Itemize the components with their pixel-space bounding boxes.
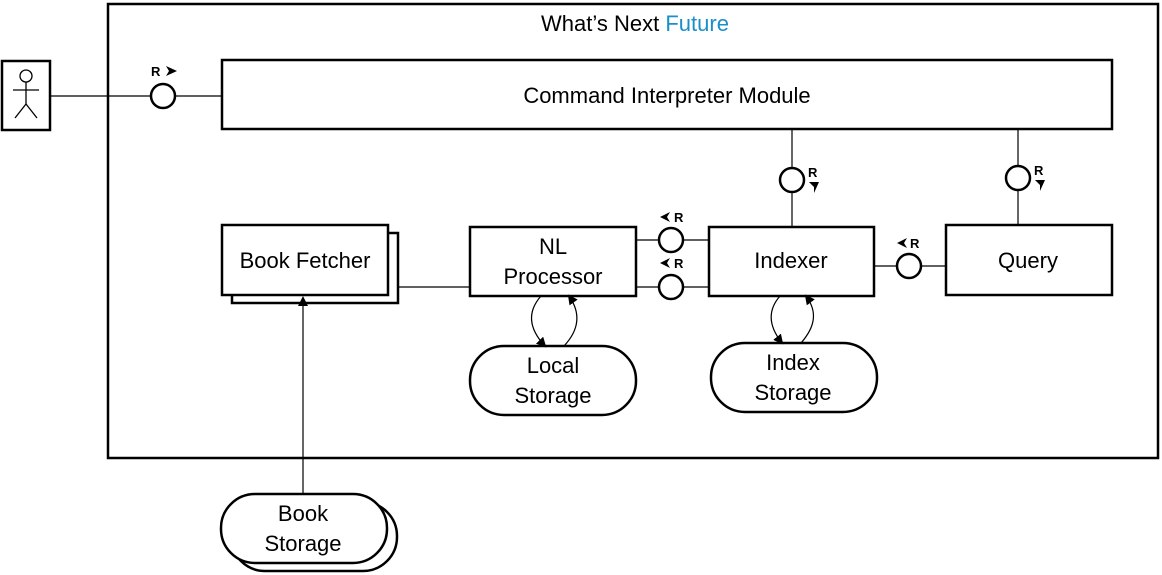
nl-local-arc-up — [563, 294, 578, 347]
nl-processor-line1: NL — [539, 234, 567, 259]
query-label: Query — [998, 248, 1058, 273]
port-actor-ci-arrow-icon — [166, 66, 177, 76]
port-ci-query-label: R — [1034, 163, 1044, 178]
port-nl-indexer-top-arrow-icon — [660, 212, 670, 222]
book-storage[interactable]: Book Storage — [219, 492, 399, 573]
port-ci-indexer-label: R — [808, 165, 818, 180]
stick-figure-actor-icon — [13, 69, 39, 119]
port-nl-indexer-bottom-label: R — [674, 256, 684, 271]
book-fetcher[interactable]: Book Fetcher — [220, 223, 400, 305]
port-nl-indexer-bottom-arrow-icon — [660, 258, 670, 268]
index-storage-line1: Index — [766, 350, 820, 375]
nl-processor[interactable]: NL Processor — [468, 225, 638, 298]
port-actor-ci-label: R — [151, 64, 161, 79]
query[interactable]: Query — [944, 223, 1114, 297]
book-fetcher-label: Book Fetcher — [240, 248, 371, 273]
indexer[interactable]: Indexer — [707, 225, 876, 298]
port-actor-ci[interactable] — [149, 82, 177, 110]
port-indexer-query-arrow-icon — [897, 238, 907, 248]
nl-local-arc-down — [531, 295, 547, 348]
index-storage-line2: Storage — [754, 380, 831, 405]
port-nl-indexer-top[interactable] — [657, 226, 685, 254]
port-indexer-query[interactable] — [895, 252, 923, 280]
indexer-index-arc-down — [770, 295, 784, 345]
port-indexer-query-label: R — [910, 236, 920, 251]
title-accent: Future — [665, 11, 729, 36]
nl-processor-line2: Processor — [503, 264, 602, 289]
port-ci-indexer[interactable] — [778, 166, 806, 194]
command-interpreter-box[interactable] — [220, 58, 1114, 131]
local-storage-line2: Storage — [514, 383, 591, 408]
local-storage-line1: Local — [527, 353, 580, 378]
index-storage[interactable]: Index Storage — [709, 341, 879, 414]
actor[interactable] — [0, 59, 52, 132]
book-storage-line1: Book — [278, 501, 329, 526]
port-nl-indexer-top-label: R — [674, 210, 684, 225]
local-storage[interactable]: Local Storage — [468, 344, 638, 417]
port-ci-query-arrow-icon — [1035, 180, 1045, 191]
indexer-index-arc-up — [800, 294, 815, 344]
book-storage-line2: Storage — [264, 531, 341, 556]
diagram-title: What’s Next Future — [541, 11, 729, 36]
port-ci-query[interactable] — [1004, 164, 1032, 192]
port-nl-indexer-bottom[interactable] — [657, 273, 685, 301]
port-ci-indexer-arrow-icon — [809, 182, 819, 193]
command-interpreter-label: Command Interpreter Module — [523, 83, 810, 108]
indexer-label: Indexer — [754, 248, 827, 273]
